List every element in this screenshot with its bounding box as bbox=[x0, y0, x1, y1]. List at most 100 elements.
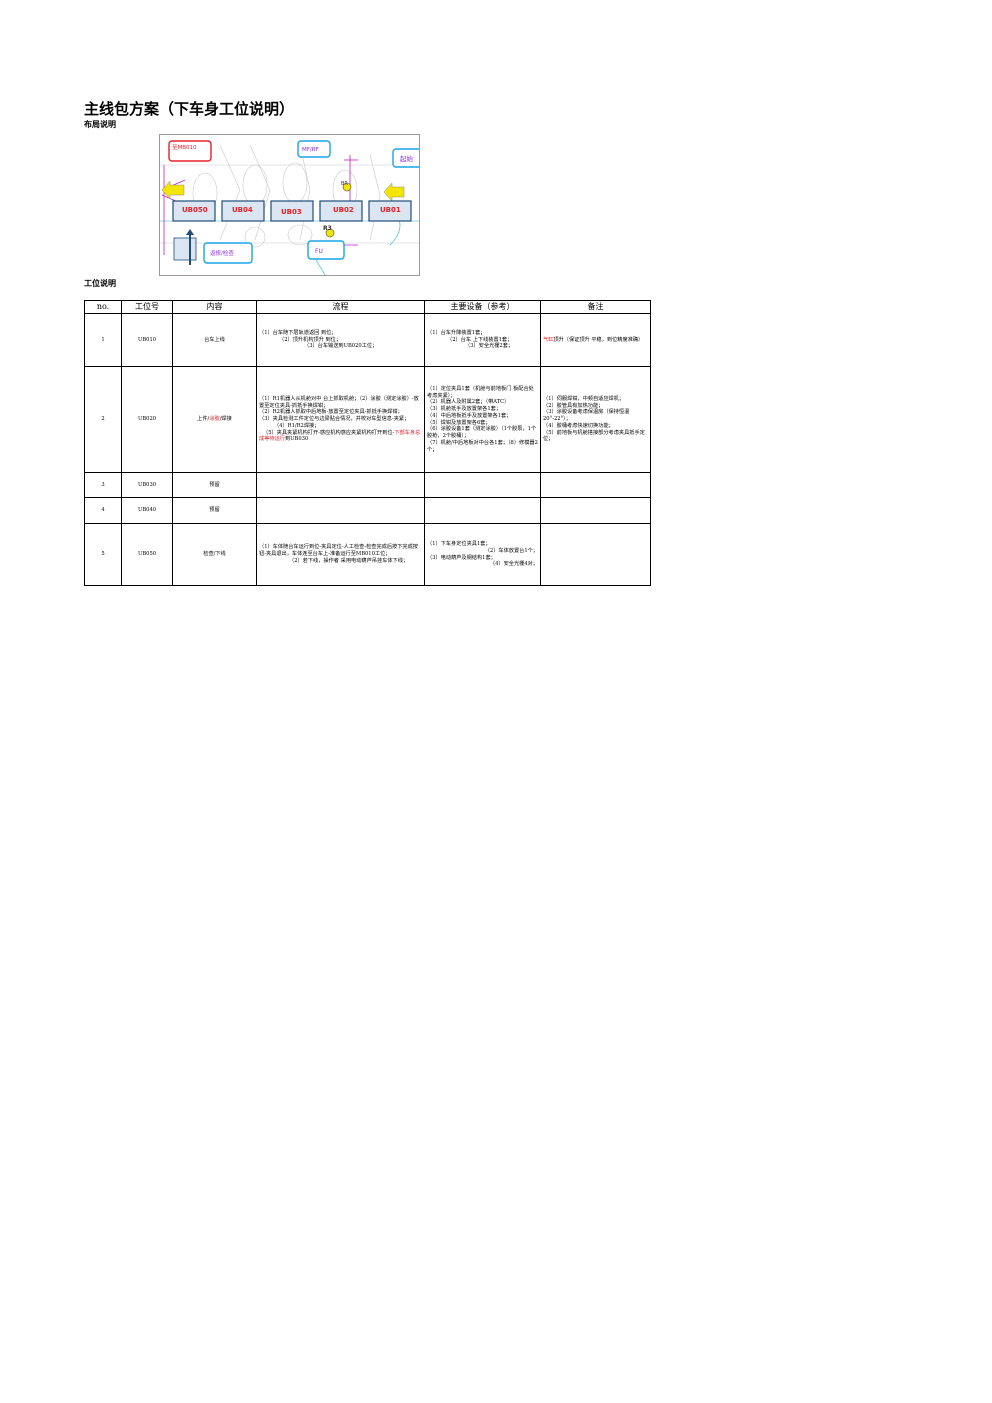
header-station: 工位号 bbox=[121, 300, 173, 314]
header-remarks: 备注 bbox=[540, 300, 651, 314]
entry-arrow-icon bbox=[383, 182, 405, 202]
row-process: （1）台车随下层轨道返回 到位； （2）顶升机构顶升 到位； （3）台车输送到U… bbox=[256, 313, 425, 367]
row-station: UB010 bbox=[121, 313, 173, 367]
process-line: （5）夹具夹紧机构打开-感应机构感应夹紧机构打开到位- bbox=[263, 429, 395, 436]
equipment-line: （2）车体放置台1个； bbox=[484, 547, 538, 554]
table-row: 1 UB010 台车上线 （1）台车随下层轨道返回 到位； （2）顶升机构顶升 … bbox=[84, 313, 651, 367]
lift-structure bbox=[173, 237, 197, 261]
callout-repair: 返修/检查 bbox=[210, 249, 234, 257]
callout-top-left-box bbox=[168, 140, 212, 162]
process-tail: 到UB030 bbox=[284, 436, 309, 443]
process-line: （2）R2机器人抓取中后地板-放置至定位夹具-抓抵手换焊钳； bbox=[259, 409, 403, 416]
process-line: （4）R1/R2焊接； bbox=[274, 422, 320, 429]
row-process bbox=[256, 497, 425, 524]
row-no: 3 bbox=[84, 472, 122, 498]
callout-fu: FU bbox=[315, 248, 323, 255]
table-row: 5 UB050 检查/下线 （1）车体随台车运行到位-夹具定位-人工检查-检查完… bbox=[84, 523, 651, 586]
page-title: 主线包方案（下车身工位说明） bbox=[84, 100, 295, 118]
station-box-ub03 bbox=[270, 200, 314, 222]
robot-r1-icon bbox=[342, 182, 352, 192]
row-remarks: （1）伺服焊钳，中频自适应焊机； （2）胶管具有加热功能； （3）涂胶设备考虑保… bbox=[540, 366, 651, 473]
row-station: UB030 bbox=[121, 472, 173, 498]
row-equipment: （1）定位夹具1套（机舱与前地板门 板配合处考虑夹紧）； （2）机器人及附属2套… bbox=[424, 366, 541, 473]
equipment-line: （3）安全光栅2套； bbox=[465, 343, 514, 350]
station-heading: 工位说明 bbox=[84, 279, 116, 288]
remark-red: 气缸 bbox=[543, 336, 554, 343]
process-line: （1）台车随下层轨道返回 到位； bbox=[259, 329, 337, 336]
equipment-line: （7）机舱/中后地板对中台各1套；（8）修模器2个； bbox=[427, 439, 538, 453]
row-remarks bbox=[540, 472, 651, 498]
station-label-ub050: UB050 bbox=[182, 206, 208, 214]
table-row: 4 UB040 预留 bbox=[84, 497, 651, 524]
process-red: 下部车身总成等待运行 bbox=[259, 429, 421, 443]
equipment-line: （4）中后地板抵手及放置架各1套； bbox=[427, 412, 512, 419]
remark-line: （4）胶桶考虑快速切换功能； bbox=[543, 422, 614, 429]
equipment-line: （4）安全光栅4对； bbox=[489, 561, 538, 568]
content-red: 涂胶 bbox=[209, 416, 220, 423]
row-content: 台车上线 bbox=[172, 313, 257, 367]
station-label-ub01: UB01 bbox=[380, 206, 401, 214]
row-process bbox=[256, 472, 425, 498]
row-content: 预留 bbox=[172, 472, 257, 498]
layout-drawing: 至MB010 MF/RF 起始 UB050 UB04 UB03 UB02 UB0… bbox=[160, 140, 419, 275]
station-box-ub01 bbox=[368, 200, 412, 222]
row-remarks bbox=[540, 523, 651, 586]
station-label-ub04: UB04 bbox=[232, 206, 253, 214]
process-line: （3）台车输送到UB020工位； bbox=[304, 343, 378, 350]
table-row: 3 UB030 预留 bbox=[84, 472, 651, 498]
equipment-line: （3）电动葫芦及钢结构1套； bbox=[427, 554, 496, 561]
callout-mf: MF/RF bbox=[302, 147, 319, 153]
layout-heading: 布局说明 bbox=[84, 120, 116, 129]
equipment-line: （1）台车升降装置1套； bbox=[427, 329, 486, 336]
table-row: 2 UB020 上件/涂胶/焊接 （1）R1机器人从机舱对中 台上抓取机舱；（2… bbox=[84, 366, 651, 473]
row-equipment: （1）下车身定位夹具1套； （2）车体放置台1个； （3）电动葫芦及钢结构1套；… bbox=[424, 523, 541, 586]
equipment-line: （1）定位夹具1套（机舱与前地板门 板配合处考虑夹紧）； bbox=[427, 385, 534, 399]
row-remarks: 气缸顶升（保证顶升 平稳，到位精度准确） bbox=[540, 313, 651, 367]
row-remarks bbox=[540, 497, 651, 524]
header-no: no. bbox=[84, 300, 122, 314]
station-table: no. 工位号 内容 流程 主要设备（参考） 备注 1 UB010 台车上线 （… bbox=[84, 300, 651, 586]
mark-r3: R3 bbox=[323, 225, 332, 232]
equipment-line: （3）机舱抵手及放置架各1套； bbox=[427, 406, 502, 412]
row-no: 1 bbox=[84, 313, 122, 367]
exit-arrow-icon bbox=[161, 180, 185, 200]
row-equipment bbox=[424, 472, 541, 498]
row-process: （1）车体随台车运行到位-夹具定位-人工检查-检查完成后按下完成按钮-夹具退出，… bbox=[256, 523, 425, 586]
row-station: UB020 bbox=[121, 366, 173, 473]
remark-line: （1）伺服焊钳，中频自适应焊机； bbox=[543, 395, 625, 402]
header-content: 内容 bbox=[172, 300, 257, 314]
process-line: （2）若下线，操作者 采用电动葫芦吊挂车体下线； bbox=[289, 557, 409, 564]
station-label-ub03: UB03 bbox=[281, 208, 302, 216]
row-content: 预留 bbox=[172, 497, 257, 524]
process-line: （1）车体随台车运行到位-夹具定位-人工检查-检查完成后按下完成按钮-夹具退出，… bbox=[259, 544, 418, 558]
content-part: 上件/ bbox=[197, 416, 210, 423]
remark-line: （5）前地板与机舱搭接部分考虑夹具抵手定位； bbox=[543, 429, 645, 443]
robot-r3-icon bbox=[325, 228, 335, 238]
equipment-line: （6）涂胶设备1套（测定涂胶）（1个胶泵，1个胶枪，2个胶桶）； bbox=[427, 426, 537, 439]
row-process: （1）R1机器人从机舱对中 台上抓取机舱；（2）涂胶（测定涂胶）-放置至定位夹具… bbox=[256, 366, 425, 473]
station-box-ub050 bbox=[172, 200, 216, 222]
content-part: /焊接 bbox=[219, 416, 232, 423]
station-box-ub04 bbox=[221, 200, 265, 222]
station-box-ub02 bbox=[319, 200, 363, 222]
row-no: 2 bbox=[84, 366, 122, 473]
row-no: 5 bbox=[84, 523, 122, 586]
row-no: 4 bbox=[84, 497, 122, 524]
remark-text: 顶升（保证顶升 平稳，到位精度准确） bbox=[553, 336, 644, 343]
header-equipment: 主要设备（参考） bbox=[424, 300, 541, 314]
row-content: 检查/下线 bbox=[172, 523, 257, 586]
mark-br: BR bbox=[341, 181, 348, 187]
equipment-line: （1）下车身定位夹具1套； bbox=[427, 541, 491, 547]
table-header-row: no. 工位号 内容 流程 主要设备（参考） 备注 bbox=[84, 300, 651, 314]
row-station: UB050 bbox=[121, 523, 173, 586]
process-line: （2）顶升机构顶升 到位； bbox=[279, 336, 342, 343]
row-station: UB040 bbox=[121, 497, 173, 524]
row-equipment: （1）台车升降装置1套； （2）台车 上下线装置1套； （3）安全光栅2套； bbox=[424, 313, 541, 367]
row-equipment bbox=[424, 497, 541, 524]
station-label-ub02: UB02 bbox=[333, 206, 354, 214]
layout-diagram: 至MB010 MF/RF 起始 UB050 UB04 UB03 UB02 UB0… bbox=[159, 134, 420, 276]
equipment-line: （2）机器人及附属2套；（带ATC） bbox=[427, 399, 510, 406]
process-line: （1）R1机器人从机舱对中 台上抓取机舱；（2）涂胶（测定涂胶）-放置至定位夹具… bbox=[259, 395, 419, 409]
header-process: 流程 bbox=[256, 300, 425, 314]
callout-start: 起始 bbox=[400, 154, 414, 163]
